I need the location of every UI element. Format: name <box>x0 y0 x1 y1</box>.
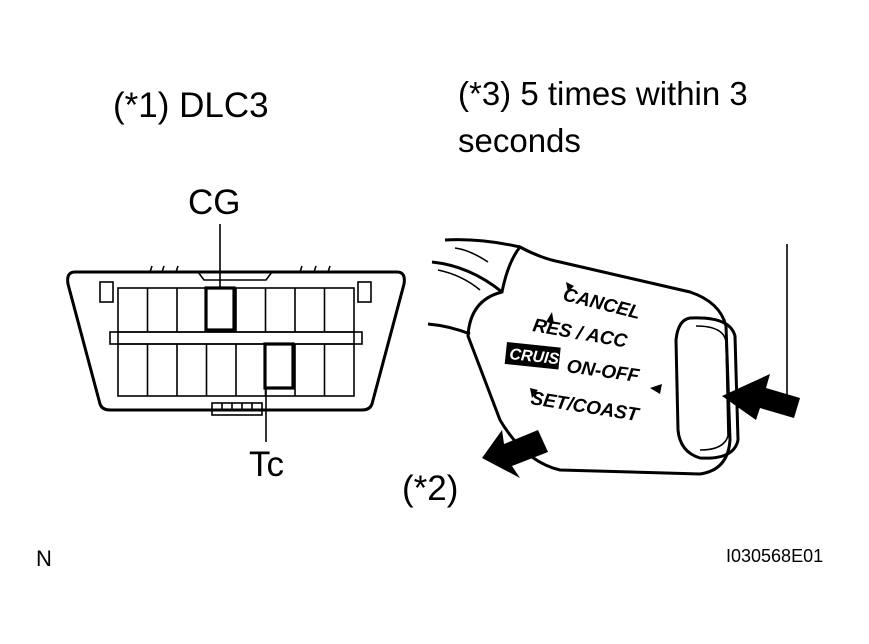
dlc3-title: (*1) DLC3 <box>113 86 269 125</box>
push-arrow-icon <box>722 374 800 420</box>
set-triangle-icon <box>530 388 538 398</box>
cancel-triangle-icon <box>566 282 574 292</box>
res-triangle-icon <box>546 312 554 324</box>
cg-terminal <box>204 286 236 332</box>
times-title-line2: seconds <box>458 122 581 159</box>
north-label: N <box>36 546 52 571</box>
pull-arrow-icon <box>482 430 548 478</box>
cruise-control-switch <box>427 238 740 476</box>
cruise-badge-label: CRUISE <box>509 346 572 369</box>
tc-terminal <box>263 342 295 390</box>
times-title-line1: (*3) 5 times within 3 <box>458 75 748 112</box>
set-coast-label: SET/COAST <box>529 388 641 426</box>
on-off-triangle-icon <box>650 384 662 394</box>
tc-label: Tc <box>249 445 284 484</box>
dlc3-connector <box>66 265 406 416</box>
figure-id: I030568E01 <box>726 546 823 566</box>
cancel-label: CANCEL <box>561 284 643 324</box>
note2-label: (*2) <box>402 469 458 508</box>
cruise-badge <box>504 342 561 370</box>
cg-label: CG <box>188 183 241 222</box>
on-off-label: ON-OFF <box>565 356 641 387</box>
